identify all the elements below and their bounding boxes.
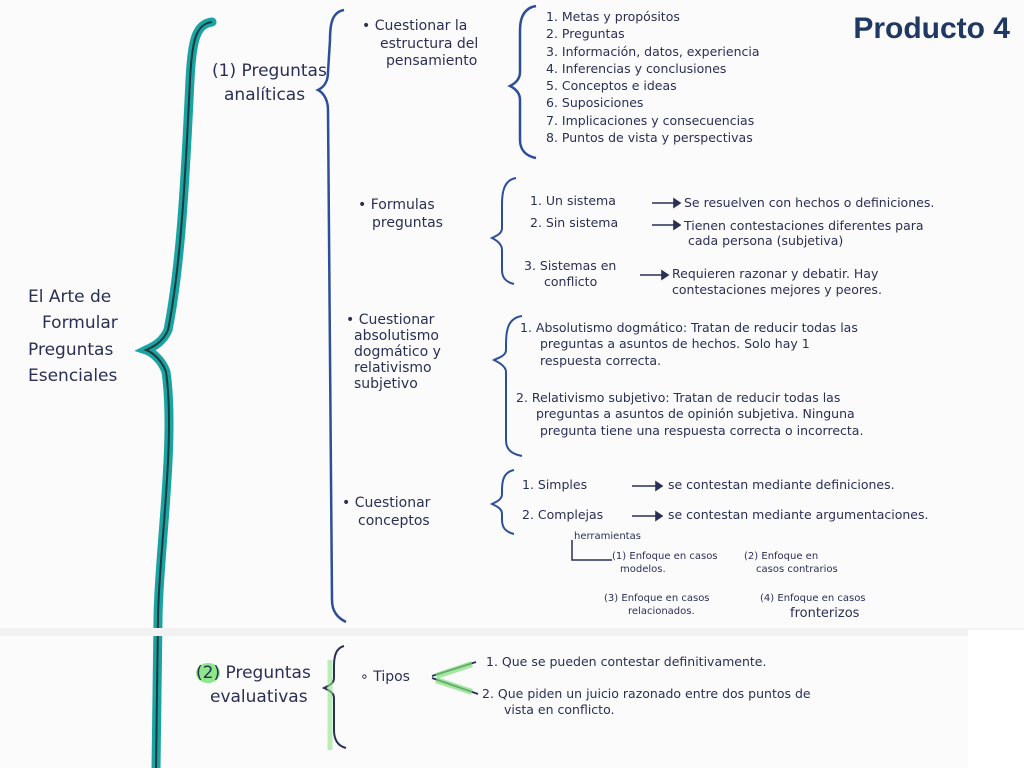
estructura-list: 1. Metas y propósitos 2. Preguntas 3. In… [546, 8, 760, 146]
node-tipos: ∘ Tipos [360, 669, 410, 685]
root-line: El Arte de [28, 287, 112, 307]
herramientas-bracket [571, 540, 612, 561]
estructura-brace [507, 4, 537, 160]
node-preguntas-analiticas: (1) Preguntas analíticas [212, 61, 327, 105]
number-circle: (2) [196, 663, 221, 683]
root-line: Esenciales [28, 366, 118, 387]
conceptos-item-left: 1. Simples [522, 477, 588, 492]
number-circle: (1) [212, 61, 237, 81]
tipos-item: 1. Que se pueden contestar definitivamen… [486, 654, 767, 669]
node-cuestionar-conceptos: • Cuestionar conceptos [342, 495, 431, 530]
list-item: 8. Puntos de vista y perspectivas [546, 129, 753, 145]
main-brace [134, 17, 217, 768]
root-node: El Arte de Formular Preguntas Esenciales [28, 284, 118, 389]
absolutismo-item: 1. Absolutismo dogmático: Tratan de redu… [520, 320, 858, 368]
formulas-item-right: Se resuelven con hechos o definiciones. [684, 195, 935, 210]
list-item: 1. Metas y propósitos [546, 9, 680, 24]
list-item: 5. Conceptos e ideas [546, 78, 677, 93]
list-item: 6. Suposiciones [546, 95, 644, 111]
node-absolutismo-relativismo: • Cuestionar absolutismo dogmático y rel… [346, 312, 441, 393]
node-preguntas-evaluativas: (2) Preguntas evaluativas [196, 663, 311, 707]
page-edge [968, 630, 1024, 768]
formulas-item-left: 2. Sin sistema [530, 215, 619, 230]
root-line: Preguntas [28, 339, 114, 360]
formulas-item-right: Requieren razonar y debatir. Hay contest… [672, 266, 882, 297]
node-formulas-preguntas: • Formulas preguntas [358, 197, 443, 232]
herramientas-label: herramientas [574, 531, 641, 542]
herramienta-item: (2) Enfoque en casos contrarios [744, 551, 838, 575]
relativismo-item: 2. Relativismo subjetivo: Tratan de redu… [516, 390, 864, 438]
herramienta-item: (1) Enfoque en casos modelos. [612, 551, 718, 575]
root-line: Formular [42, 313, 118, 334]
analiticas-brace [315, 8, 347, 624]
conceptos-item-right: se contestan mediante definiciones. [668, 477, 895, 492]
tipos-item: 2. Que piden un juicio razonado entre do… [482, 686, 811, 718]
formulas-item-left: 3. Sistemas en conflicto [524, 258, 617, 289]
conceptos-item-left: 2. Complejas [522, 507, 604, 522]
list-item: 3. Información, datos, experiencia [546, 43, 760, 59]
evaluativas-brace [321, 645, 347, 749]
herramienta-item: (3) Enfoque en casos relacionados. [604, 593, 710, 617]
list-item: 2. Preguntas [546, 26, 625, 42]
page-divider [0, 628, 1024, 636]
conceptos-item-right: se contestan mediante argumentaciones. [668, 507, 929, 522]
node-estructura-pensamiento: • Cuestionar la estructura del pensamien… [362, 18, 479, 69]
formulas-item-left: 1. Un sistema [530, 193, 616, 208]
absolutismo-brace [491, 315, 523, 457]
formulas-brace [489, 177, 517, 285]
conceptos-brace [489, 469, 515, 535]
list-item: 7. Implicaciones y consecuencias [546, 112, 755, 128]
formulas-item-right: Tienen contestaciones diferentes para ca… [684, 218, 924, 248]
list-item: 4. Inferencias y conclusiones [546, 60, 727, 76]
herramienta-item: (4) Enfoque en casos fronterizos [760, 593, 866, 621]
slide-title: Producto 4 [853, 12, 1010, 45]
